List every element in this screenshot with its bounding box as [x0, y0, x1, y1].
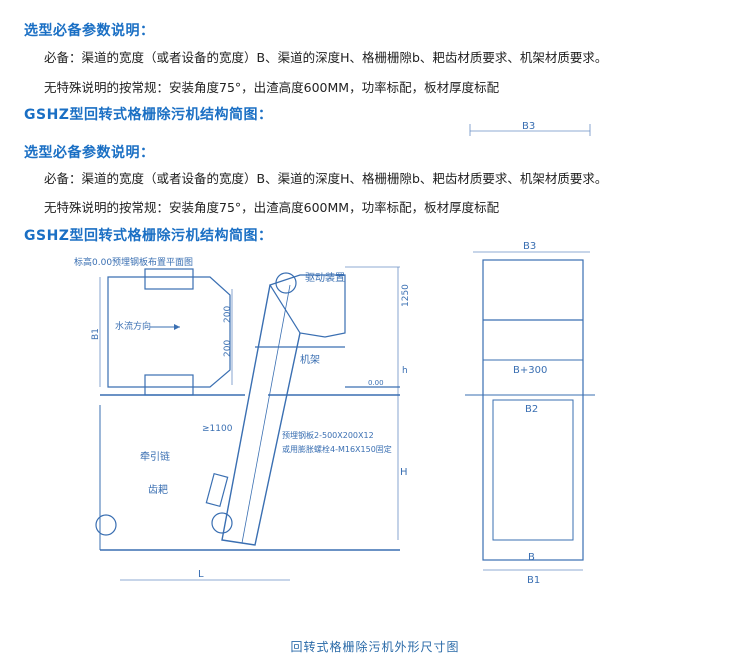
front-frame: [482, 259, 584, 561]
section1-required: 必备：渠道的宽度（或者设备的宽度）B、渠道的深度H、格栅栅隙b、耙齿材质要求、机…: [44, 50, 608, 65]
structure-title-2: GSHZ型回转式格栅除污机结构简图：: [24, 228, 273, 244]
level-label: 0.00: [368, 379, 384, 387]
plate-bottom: [144, 374, 194, 396]
section2-default: 无特殊说明的按常规：安装角度75°，出渣高度600MM，功率标配，板材厚度标配: [44, 200, 500, 215]
b2-label: B2: [525, 404, 538, 415]
b3-side-label: B3: [523, 241, 536, 252]
frame-label: 机架: [300, 353, 320, 366]
section1-default: 无特殊说明的按常规：安装角度75°，出渣高度600MM，功率标配，板材厚度标配: [44, 80, 500, 95]
plan-label: 标高0.00预埋钢板布置平面图: [74, 256, 193, 268]
rake-label: 齿耙: [148, 484, 168, 496]
inclined-frame: [221, 284, 301, 546]
dim-1100: ≥1100: [202, 424, 233, 434]
b1-label: B1: [91, 328, 101, 340]
chain-label: 牵引链: [140, 450, 170, 463]
flow-label: 水流方向: [115, 320, 151, 332]
dim-200a: 200: [223, 306, 233, 323]
plan-view: [107, 276, 231, 388]
b3-top-label: B3: [522, 121, 535, 132]
figure-caption: 回转式格栅除污机外形尺寸图: [290, 640, 460, 654]
plate-top: [144, 268, 194, 290]
section2-title: 选型必备参数说明：: [24, 145, 155, 161]
h-small: h: [402, 366, 408, 376]
b-label: B: [528, 552, 535, 563]
dim-1250: 1250: [401, 284, 411, 307]
L-label: L: [198, 569, 204, 580]
side-view-drawing: 标高0.00预埋钢板布置平面图 B1 水流方向 200 200 驱动装置 125…: [74, 256, 411, 581]
section2-required: 必备：渠道的宽度（或者设备的宽度）B、渠道的深度H、格栅栅隙b、耙齿材质要求、机…: [44, 171, 608, 186]
drive-unit: [269, 274, 346, 338]
b300-label: B+300: [513, 365, 547, 376]
drive-label: 驱动装置: [305, 271, 345, 284]
b3-top-dimension: B3: [469, 121, 591, 136]
b1-bottom-label: B1: [527, 575, 540, 586]
rake-element: [205, 472, 229, 508]
section1-title: 选型必备参数说明：: [24, 23, 155, 39]
plate-note: 预埋钢板2-500X200X12: [282, 430, 374, 440]
bolt-note: 或用膨胀螺栓4-M16X150固定: [282, 444, 392, 454]
dim-200b: 200: [223, 340, 233, 357]
H-label: H: [400, 467, 408, 478]
front-view-drawing: B3 B+300 B2 B B1: [465, 241, 595, 586]
structure-title-1: GSHZ型回转式格栅除污机结构简图：: [24, 107, 273, 123]
